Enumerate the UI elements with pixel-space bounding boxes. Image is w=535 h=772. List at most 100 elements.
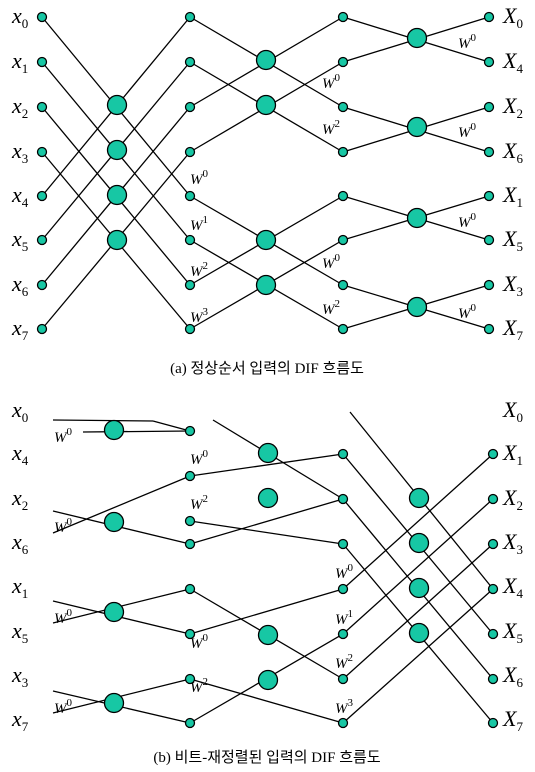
input-label: x0 xyxy=(11,3,28,31)
junction-node xyxy=(337,146,349,158)
junction-node xyxy=(184,56,196,68)
output-node xyxy=(483,56,495,68)
input-label: x6 xyxy=(11,529,29,557)
junction-node xyxy=(184,515,196,527)
twiddle-label: W2 xyxy=(335,652,353,672)
junction-node xyxy=(337,673,349,685)
wire xyxy=(189,678,344,724)
input-label: x4 xyxy=(11,440,29,468)
wire xyxy=(342,453,494,590)
twiddle-label: W1 xyxy=(190,214,208,234)
butterfly-node xyxy=(257,442,279,464)
wire xyxy=(342,498,494,635)
junction-node xyxy=(184,146,196,158)
output-label: X6 xyxy=(502,662,523,690)
twiddle-label: W1 xyxy=(335,608,353,628)
wire xyxy=(212,419,344,500)
output-node xyxy=(487,628,499,640)
input-label: x7 xyxy=(11,315,29,343)
input-node xyxy=(36,146,48,158)
twiddle-label: W0 xyxy=(458,32,477,52)
caption-a: (a) 정상순서 입력의 DIF 흐름도 xyxy=(170,360,364,377)
input-node xyxy=(36,323,48,335)
wire xyxy=(189,520,344,545)
butterfly-node xyxy=(103,601,125,623)
output-label: X2 xyxy=(502,93,523,121)
junction-node xyxy=(337,190,349,202)
junction-node xyxy=(184,190,196,202)
butterfly-node xyxy=(103,419,125,441)
twiddle-label: W0 xyxy=(458,211,477,231)
junction-node xyxy=(184,234,196,246)
output-node xyxy=(487,493,499,505)
twiddle-label: W0 xyxy=(335,562,354,582)
output-label: X5 xyxy=(502,226,523,254)
input-node xyxy=(36,234,48,246)
twiddle-label: W0 xyxy=(190,632,209,652)
twiddle-label: W0 xyxy=(458,121,477,141)
butterfly-node xyxy=(408,532,430,554)
junction-node xyxy=(184,425,196,437)
wire xyxy=(52,475,191,534)
twiddle-label: W2 xyxy=(190,260,208,280)
butterfly-node xyxy=(257,487,279,509)
twiddle-label: W3 xyxy=(190,306,209,326)
twiddle-label: W0 xyxy=(190,168,209,188)
junction-node xyxy=(184,628,196,640)
butterfly-node xyxy=(103,511,125,533)
caption-b: (b) 비트-재정렬된 입력의 DIF 흐름도 xyxy=(153,749,380,766)
wire xyxy=(189,588,344,635)
wire xyxy=(342,543,494,680)
wire xyxy=(342,588,494,724)
output-label: X7 xyxy=(502,315,523,343)
output-node xyxy=(483,11,495,23)
input-label: x5 xyxy=(11,618,28,646)
junction-node xyxy=(184,538,196,550)
junction-node xyxy=(184,470,196,482)
output-label: X0 xyxy=(502,3,523,31)
twiddle-label: W2 xyxy=(322,118,340,138)
output-label: X3 xyxy=(502,271,523,299)
junction-node xyxy=(337,101,349,113)
output-label: X4 xyxy=(502,48,523,76)
input-node xyxy=(36,279,48,291)
output-node xyxy=(487,448,499,460)
butterfly-node xyxy=(257,624,279,646)
butterfly-node xyxy=(406,27,428,49)
output-label: X2 xyxy=(502,485,523,513)
wire xyxy=(152,420,191,432)
wire xyxy=(52,419,154,422)
butterfly-node xyxy=(255,229,277,251)
junction-node xyxy=(184,673,196,685)
output-label: X5 xyxy=(502,618,523,646)
butterfly-node xyxy=(406,296,428,318)
input-label: x0 xyxy=(11,397,28,425)
twiddle-label: W0 xyxy=(54,426,73,446)
butterfly-node xyxy=(255,274,277,296)
output-node xyxy=(483,146,495,158)
junction-node xyxy=(184,583,196,595)
output-node xyxy=(483,101,495,113)
wire xyxy=(189,498,344,545)
output-node xyxy=(487,583,499,595)
input-label: x5 xyxy=(11,226,28,254)
junction-node xyxy=(337,279,349,291)
butterfly-node xyxy=(408,622,430,644)
input-label: x2 xyxy=(11,93,28,121)
butterfly-node xyxy=(255,49,277,71)
butterfly-node xyxy=(406,207,428,229)
twiddle-label: W0 xyxy=(458,302,477,322)
butterfly-node xyxy=(103,692,125,714)
output-label: X4 xyxy=(502,573,523,601)
junction-node xyxy=(184,323,196,335)
output-node xyxy=(487,673,499,685)
input-label: x1 xyxy=(11,48,28,76)
butterfly-node xyxy=(106,229,128,251)
butterfly-node xyxy=(106,184,128,206)
twiddle-label: W0 xyxy=(54,607,73,627)
junction-node xyxy=(337,323,349,335)
butterfly-node xyxy=(106,139,128,161)
output-label: X7 xyxy=(502,706,523,734)
butterfly-node xyxy=(106,94,128,116)
